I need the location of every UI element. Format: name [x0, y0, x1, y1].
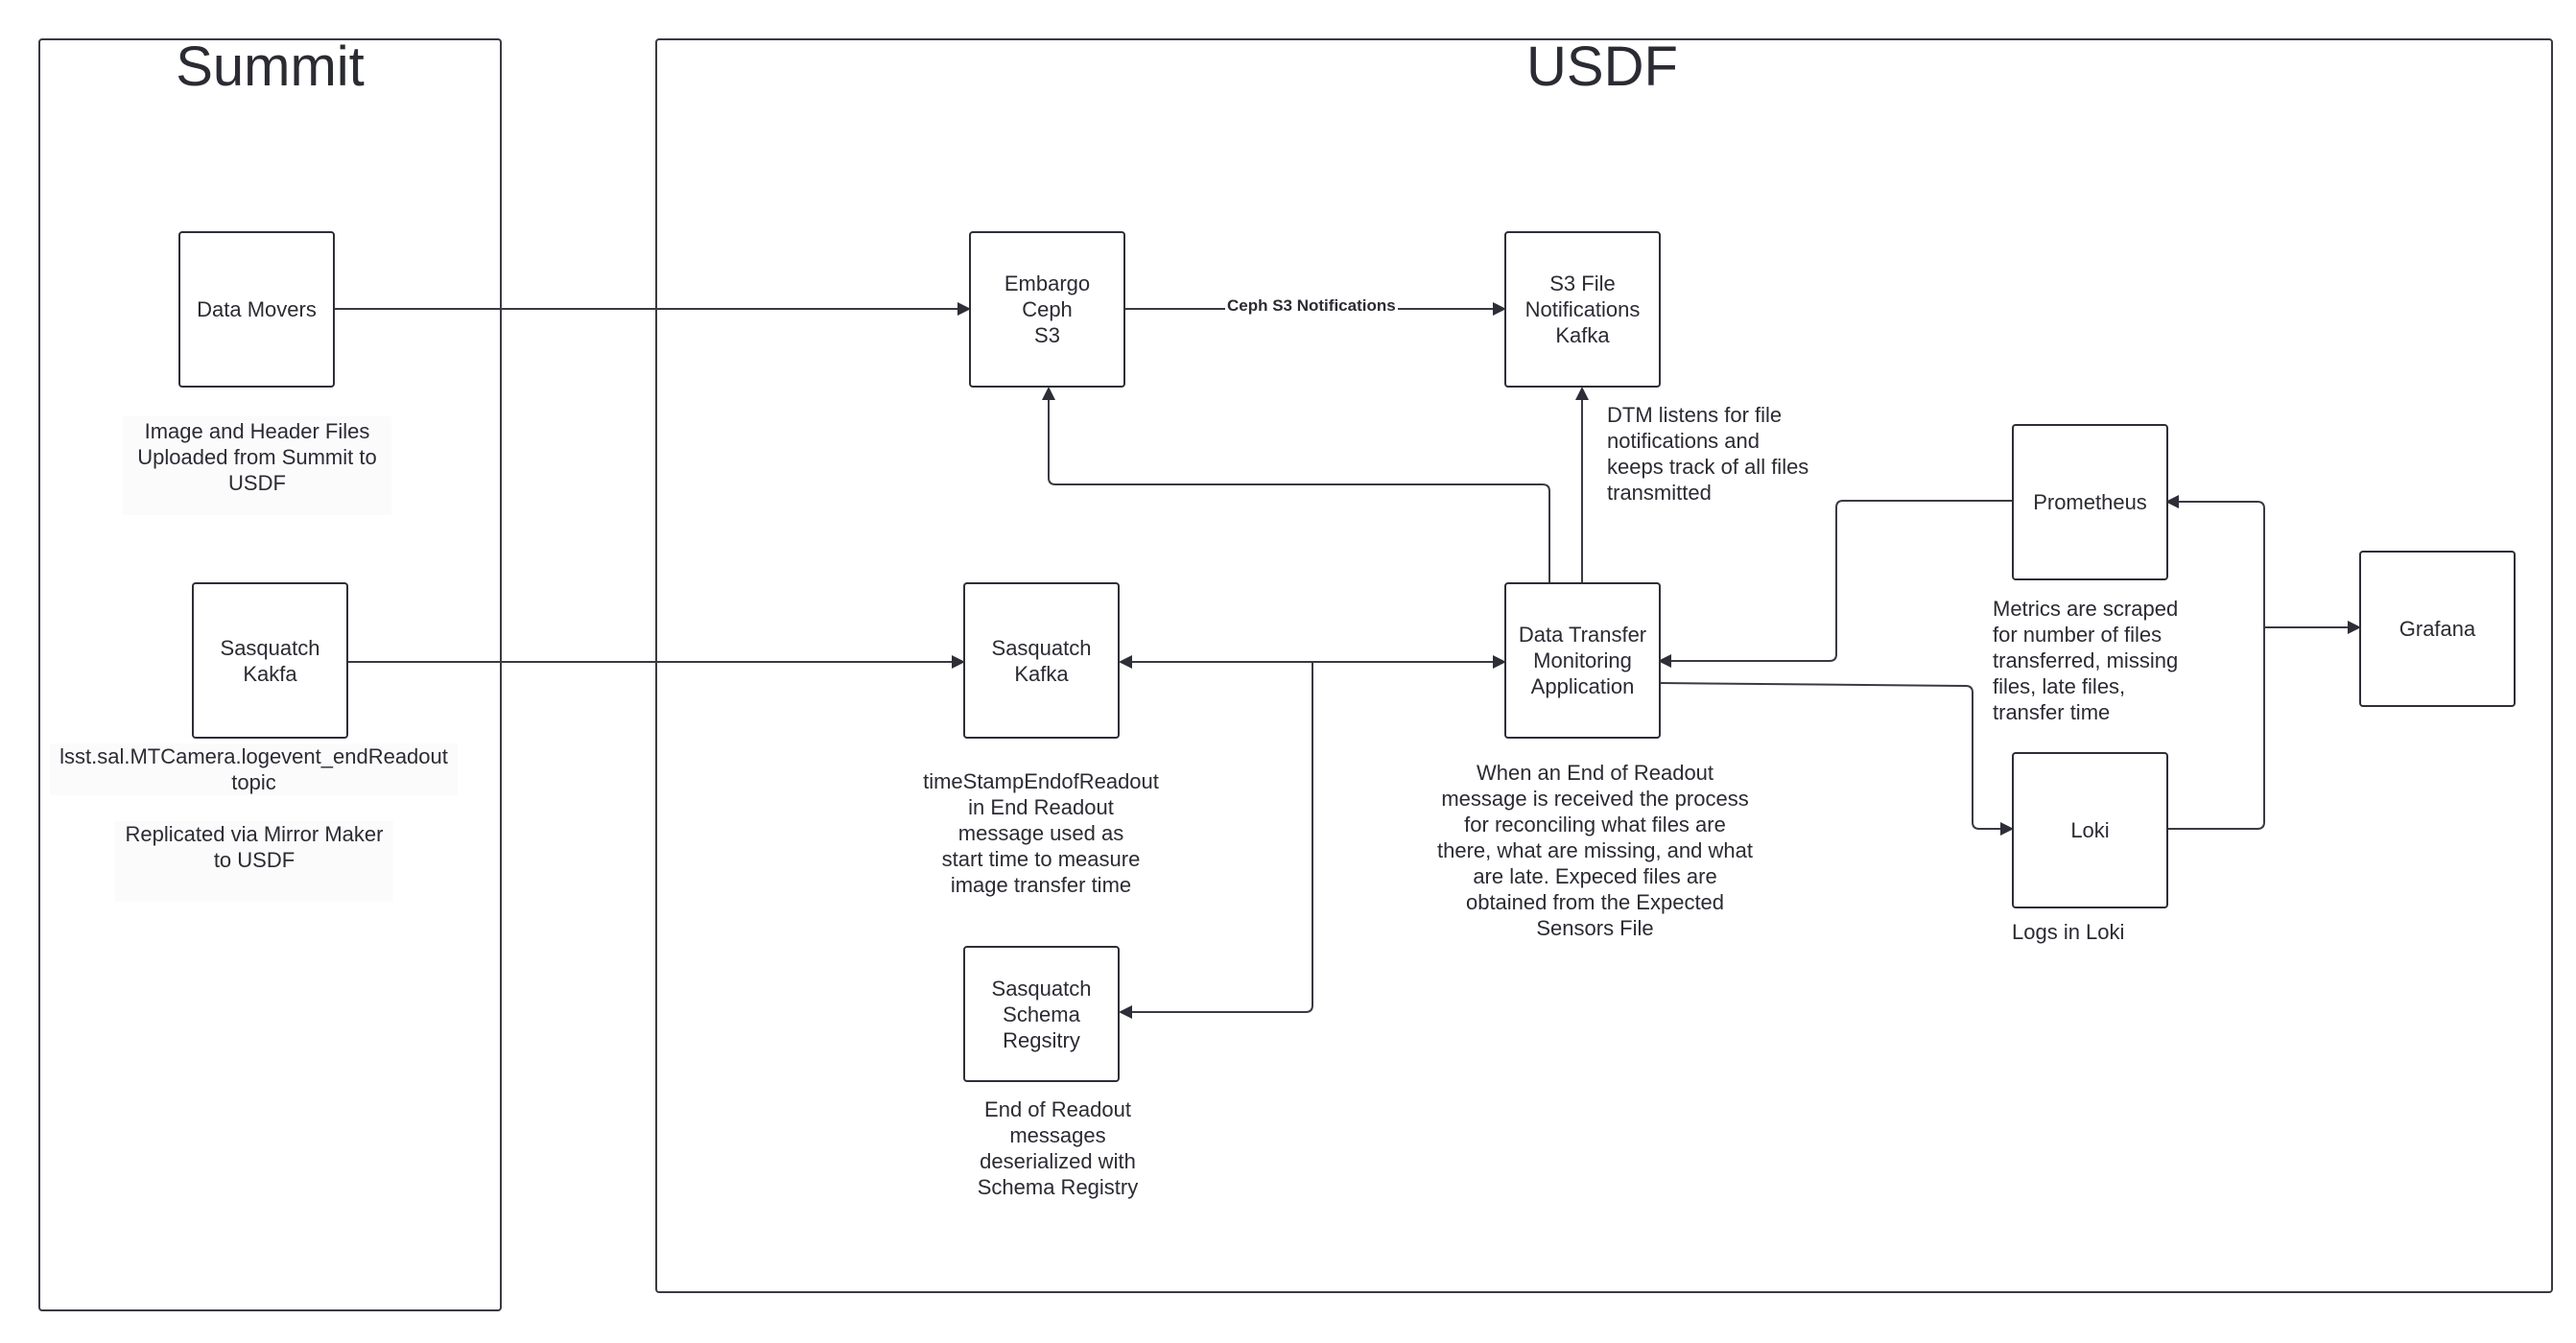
edge-dtm-to-loki — [1659, 682, 2014, 836]
dtm-listens-note: DTM listens for file notifications and k… — [1607, 403, 1809, 505]
image-header-note: Image and Header Files Uploaded from Sum… — [123, 416, 391, 515]
deserialized-note: End of Readout messages deserialized wit… — [977, 1097, 1139, 1199]
edge-prometheus-to-dtm — [1658, 500, 2012, 668]
summit-region — [38, 38, 502, 1311]
logs-note: Logs in Loki — [2012, 920, 2125, 944]
edge-to-schema-registry — [1119, 662, 1313, 1019]
end-of-readout-process-note: When an End of Readout message is receiv… — [1437, 761, 1753, 940]
embargo-ceph-s3-box: Embargo Ceph S3 — [969, 231, 1125, 388]
endreadout-topic-note: lsst.sal.MTCamera.logevent_endReadout to… — [50, 743, 458, 795]
edge-dtm-to-ceph — [1042, 387, 1550, 582]
loki-box: Loki — [2012, 752, 2168, 908]
summit-title: Summit — [176, 35, 365, 98]
sasquatch-schema-registry-box: Sasquatch Schema Regsitry — [963, 946, 1120, 1082]
metrics-note: Metrics are scraped for number of files … — [1993, 597, 2179, 724]
edge-loki-to-prometheus — [2165, 495, 2265, 830]
summit-sasquatch-kakfa-box: Sasquatch Kakfa — [192, 582, 348, 739]
prometheus-box: Prometheus — [2012, 424, 2168, 580]
sasquatch-kafka-box: Sasquatch Kafka — [963, 582, 1120, 739]
grafana-box: Grafana — [2359, 551, 2516, 707]
replicated-note: Replicated via Mirror Maker to USDF — [115, 821, 393, 902]
usdf-title: USDF — [1526, 35, 1678, 98]
edge-label-ceph-notifications: Ceph S3 Notifications — [1225, 296, 1398, 316]
data-movers-box: Data Movers — [178, 231, 335, 388]
usdf-region — [655, 38, 2553, 1293]
timestamp-note: timeStampEndofReadout in End Readout mes… — [923, 769, 1159, 897]
s3-file-notifications-kafka-box: S3 File Notifications Kafka — [1504, 231, 1661, 388]
dtm-application-box: Data Transfer Monitoring Application — [1504, 582, 1661, 739]
